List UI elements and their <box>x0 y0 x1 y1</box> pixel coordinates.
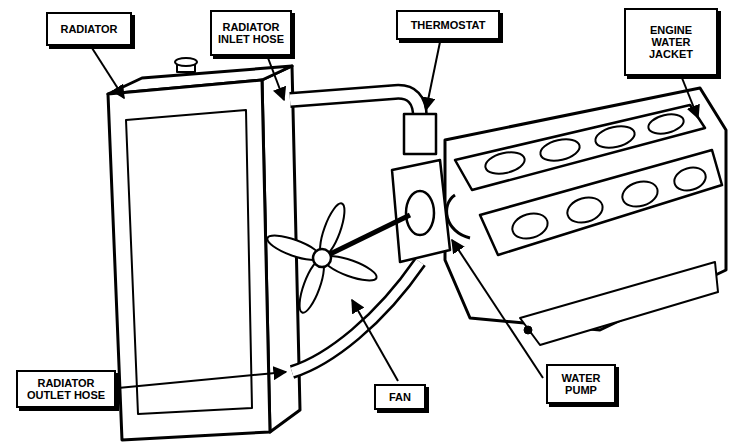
callout-box: RADIATOR <box>46 12 132 46</box>
cylinder-port <box>564 194 605 227</box>
radiator-core <box>126 110 252 414</box>
leader-line <box>92 48 124 98</box>
fan <box>265 201 410 315</box>
callout-label: THERMOSTAT <box>402 19 494 31</box>
callout-box: RADIATOR INLET HOSE <box>210 10 292 56</box>
cylinder-port <box>509 210 550 243</box>
leader-line <box>426 42 440 110</box>
pump-pulley <box>406 191 434 235</box>
cylinder-port <box>593 123 636 151</box>
leader-line <box>452 240 543 378</box>
callout-box: ENGINE WATER JACKET <box>624 8 718 76</box>
pump-thermostat <box>392 114 450 262</box>
callout-box: WATER PUMP <box>546 364 616 404</box>
radiator <box>108 58 300 440</box>
leader-line <box>268 58 284 100</box>
leader-lines <box>92 42 698 388</box>
leader-line <box>118 372 286 388</box>
cylinder-port <box>672 164 709 194</box>
callout-box: THERMOSTAT <box>396 10 500 40</box>
leader-line <box>682 78 698 118</box>
cylinder-port <box>538 136 581 164</box>
radiator-cap <box>175 58 197 66</box>
inlet-hose-outline <box>290 92 420 118</box>
callout-label: RADIATOR INLET HOSE <box>216 21 286 45</box>
water-pump-body <box>392 160 450 262</box>
callout-box: RADIATOR OUTLET HOSE <box>16 370 116 408</box>
callout-label: ENGINE WATER JACKET <box>630 24 712 60</box>
valve-cover <box>480 150 722 255</box>
callout-label: RADIATOR <box>52 23 126 35</box>
cylinder-port <box>483 149 526 177</box>
oil-pan <box>520 262 718 345</box>
callout-label: RADIATOR OUTLET HOSE <box>22 377 110 401</box>
callout-label: WATER PUMP <box>552 372 610 396</box>
fan-hub <box>313 249 331 267</box>
engine <box>445 88 726 345</box>
inlet-hose <box>290 92 420 118</box>
callout-box: FAN <box>374 384 426 410</box>
cylinder-port <box>619 178 660 211</box>
leader-line <box>352 300 398 381</box>
bolt <box>524 326 532 334</box>
thermostat-housing <box>404 114 436 154</box>
cylinder-port <box>646 111 685 137</box>
intake-pipe <box>447 195 470 238</box>
callout-label: FAN <box>380 391 420 403</box>
